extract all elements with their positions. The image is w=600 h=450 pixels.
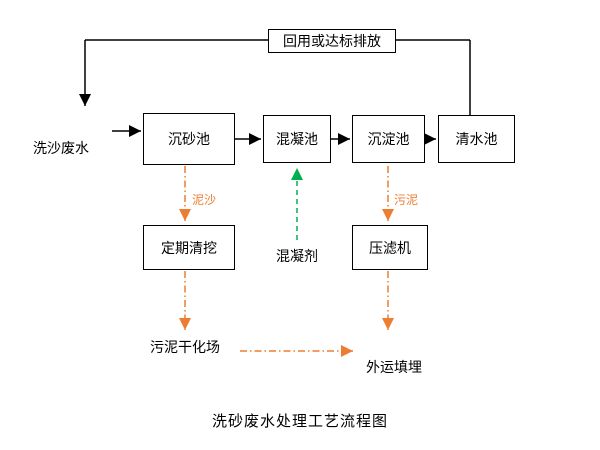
sludge-drying-field-label: 污泥干化场	[150, 339, 220, 355]
box-periodic-dredging: 定期清挖	[143, 225, 235, 270]
sediment-flow-label: 泥沙	[192, 191, 217, 208]
sludge-flow-label: 污泥	[394, 191, 419, 208]
landfill-label: 外运填埋	[366, 359, 422, 375]
box-grit-chamber: 沉砂池	[143, 113, 235, 165]
box-filter-press: 压滤机	[352, 225, 428, 270]
recycle-label: 回用或达标排放	[268, 29, 396, 53]
box-coagulation-tank: 混凝池	[263, 115, 331, 163]
inlet-label: 洗沙废水	[33, 140, 89, 156]
coagulant-label: 混凝剂	[276, 248, 318, 264]
box-sedimentation-tank: 沉淀池	[352, 115, 425, 163]
box-clear-water-tank: 清水池	[438, 115, 515, 163]
diagram-title: 洗砂废水处理工艺流程图	[211, 413, 388, 430]
